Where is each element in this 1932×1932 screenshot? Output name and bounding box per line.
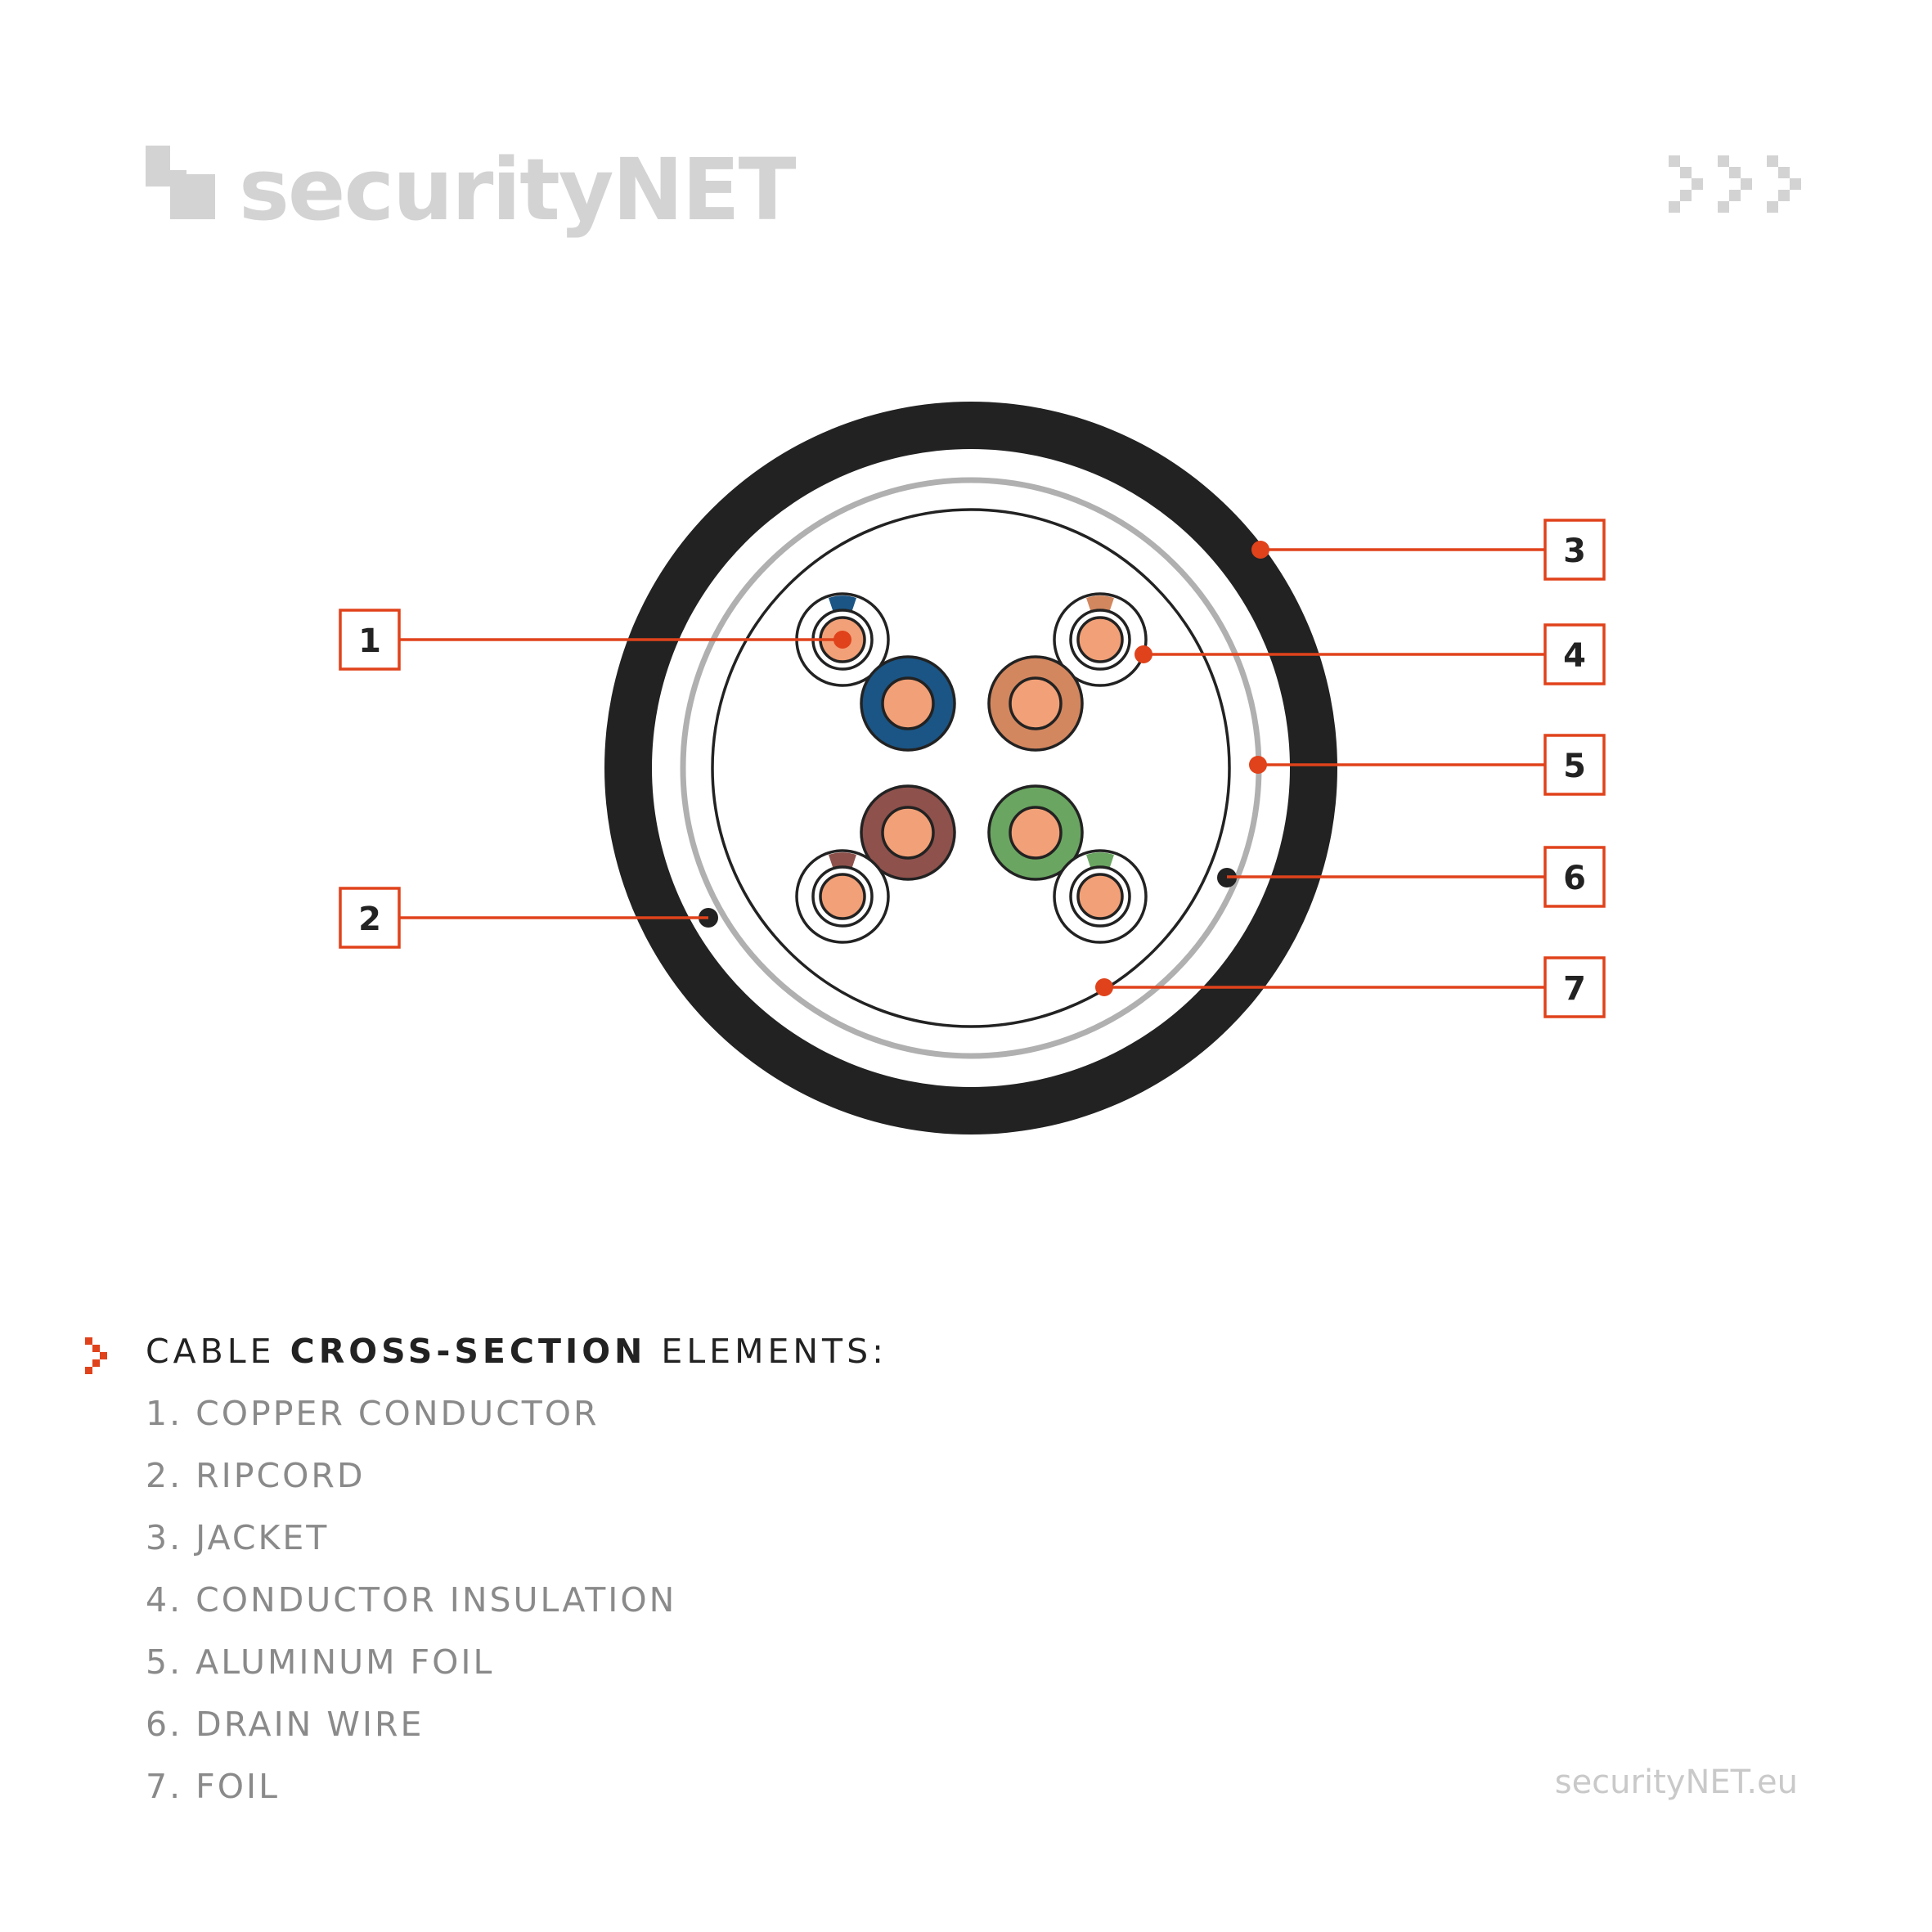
pair-brown bbox=[795, 784, 956, 944]
callout-4 bbox=[1134, 623, 1606, 685]
callout-numbers: 1 2 3 4 5 6 7 bbox=[358, 532, 1586, 1008]
legend-item: 1. COPPER CONDUCTOR bbox=[146, 1394, 600, 1433]
legend-heading: CABLE CROSS-SECTION ELEMENTS: bbox=[146, 1332, 887, 1371]
triple-chevron-right-icon bbox=[1669, 155, 1801, 213]
legend-item: 2. RIPCORD bbox=[146, 1456, 366, 1495]
brand-logo: securityNET bbox=[146, 140, 798, 240]
callout-number-4: 4 bbox=[1563, 637, 1586, 675]
footer-url: securityNET.eu bbox=[1554, 1764, 1798, 1801]
chevron-right-icon bbox=[85, 1337, 107, 1374]
callout-5 bbox=[1249, 734, 1606, 796]
callout-number-7: 7 bbox=[1563, 970, 1586, 1008]
legend-heading-suffix: ELEMENTS: bbox=[661, 1332, 887, 1371]
cable bbox=[604, 402, 1337, 1134]
pair-green bbox=[987, 784, 1148, 944]
legend-item: 4. CONDUCTOR INSULATION bbox=[146, 1580, 677, 1620]
legend-item: 5. ALUMINUM FOIL bbox=[146, 1642, 495, 1682]
callouts bbox=[339, 519, 1606, 1018]
legend-list: 1. COPPER CONDUCTOR 2. RIPCORD 3. JACKET… bbox=[146, 1394, 676, 1829]
jacket-interior bbox=[652, 449, 1290, 1087]
legend-item: 3. JACKET bbox=[146, 1518, 330, 1557]
logo-text: securityNET bbox=[239, 140, 797, 240]
foil bbox=[711, 508, 1231, 1028]
legend-item: 6. DRAIN WIRE bbox=[146, 1705, 425, 1744]
callout-number-3: 3 bbox=[1563, 532, 1586, 570]
callout-number-5: 5 bbox=[1563, 748, 1586, 785]
callout-number-1: 1 bbox=[358, 622, 381, 660]
callout-number-6: 6 bbox=[1563, 860, 1586, 897]
pixel-square-logo-icon bbox=[146, 146, 215, 219]
pair-orange bbox=[987, 592, 1148, 752]
legend-heading-prefix: CABLE bbox=[146, 1332, 276, 1371]
callout-7 bbox=[1095, 956, 1606, 1018]
legend-heading-bold: CROSS-SECTION bbox=[290, 1332, 647, 1371]
callout-1 bbox=[339, 609, 851, 671]
callout-3 bbox=[1251, 519, 1606, 581]
callout-number-2: 2 bbox=[358, 901, 381, 938]
callout-2 bbox=[339, 887, 708, 949]
legend-item: 7. FOIL bbox=[146, 1767, 280, 1806]
callout-6 bbox=[1227, 846, 1606, 908]
